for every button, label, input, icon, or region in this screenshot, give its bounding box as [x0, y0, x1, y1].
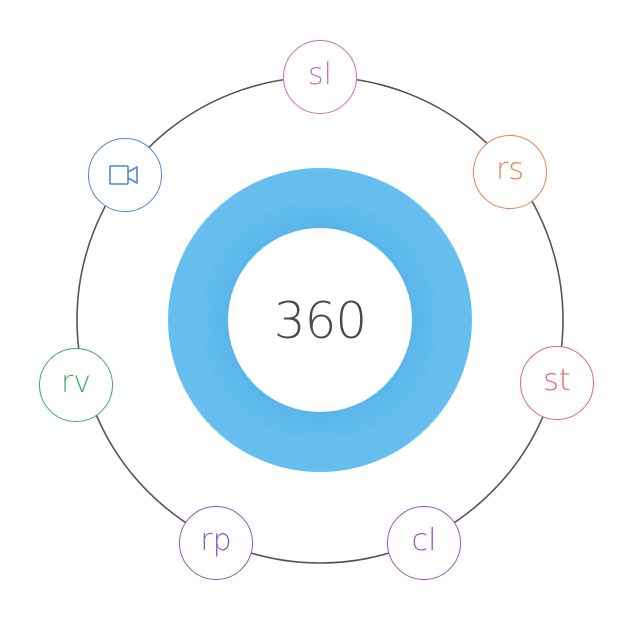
- node-st-label: st: [543, 363, 571, 398]
- node-sl-button[interactable]: sl: [283, 40, 357, 114]
- node-video-button[interactable]: [88, 138, 162, 212]
- node-st-button[interactable]: st: [520, 346, 594, 420]
- node-rp-button[interactable]: rp: [179, 506, 253, 580]
- node-rs-button[interactable]: rs: [473, 135, 547, 209]
- node-rv-label: rv: [60, 365, 92, 400]
- center-donut: [168, 168, 472, 472]
- center-button[interactable]: 360: [273, 292, 367, 350]
- video-camera-icon: [109, 165, 138, 185]
- node-rs-label: rs: [496, 152, 524, 187]
- node-cl-label: cl: [411, 523, 437, 558]
- node-rp-label: rp: [200, 523, 232, 558]
- node-sl-label: sl: [308, 57, 332, 92]
- node-rv-button[interactable]: rv: [39, 348, 113, 422]
- node-cl-button[interactable]: cl: [387, 506, 461, 580]
